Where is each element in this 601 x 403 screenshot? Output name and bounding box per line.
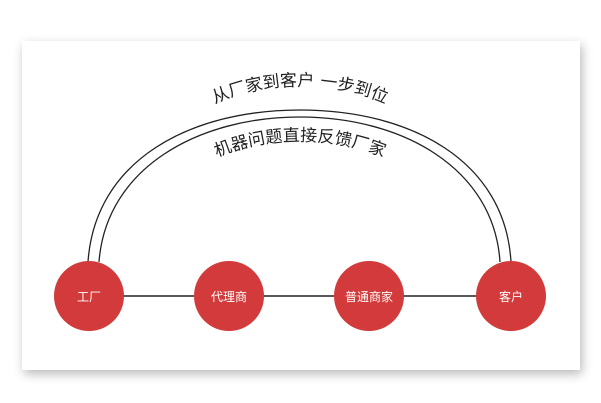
arc-title: 从厂家到客户 一步到位 (209, 71, 391, 108)
node-label: 工厂 (76, 289, 101, 304)
arc-subtitle: 机器问题直接反馈厂家 (212, 126, 389, 162)
node-agent: 代理商 (194, 261, 264, 331)
node-label: 普通商家 (344, 289, 393, 304)
outer-arc (87, 109, 512, 263)
node-merchant: 普通商家 (334, 261, 404, 331)
inner-arc (98, 116, 501, 263)
node-label: 客户 (498, 289, 523, 304)
node-customer: 客户 (476, 261, 546, 331)
node-factory: 工厂 (54, 261, 124, 331)
node-label: 代理商 (210, 289, 247, 304)
